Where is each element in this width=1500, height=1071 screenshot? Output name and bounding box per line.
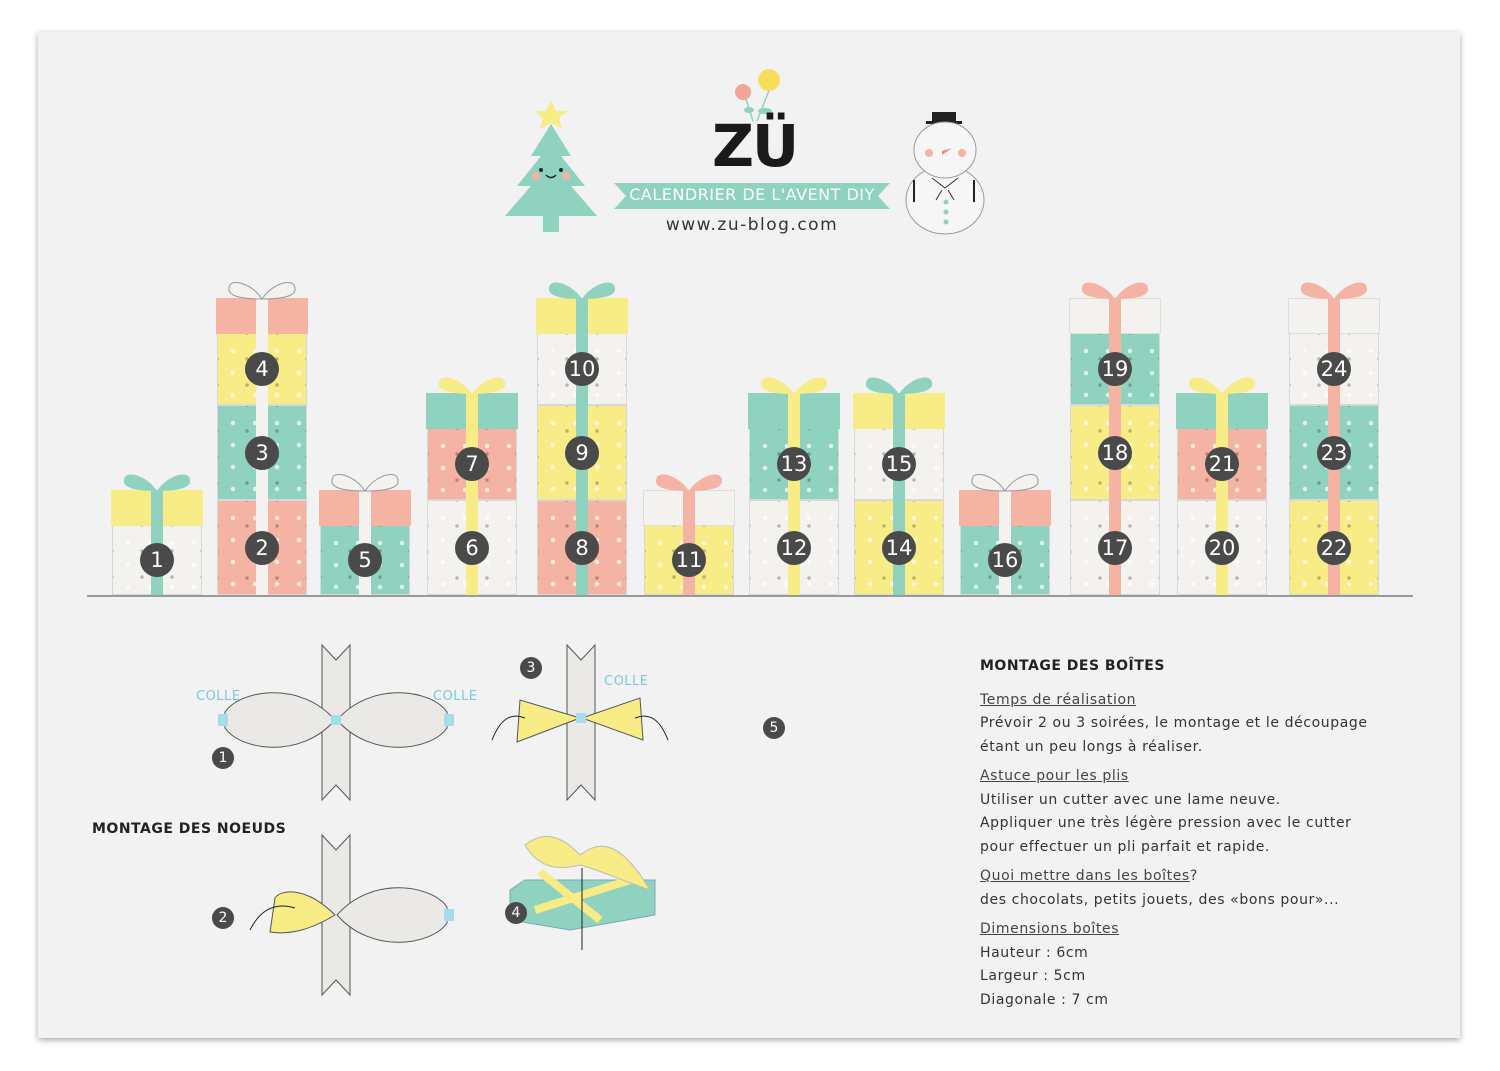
notes-line: Prévoir 2 ou 3 soirées, le montage et le… xyxy=(980,715,1368,731)
notes-section-heading: Quoi mettre dans les boîtes ? xyxy=(980,865,1400,889)
blog-url[interactable]: www.zu-blog.com xyxy=(665,215,839,235)
step-badge-1: 1 xyxy=(212,747,234,769)
gift-ribbon xyxy=(1216,393,1228,429)
day-number: 6 xyxy=(455,530,489,565)
notes-line: Largeur : 5cm xyxy=(980,968,1086,984)
day-number: 23 xyxy=(1317,435,1351,470)
day-number: 22 xyxy=(1317,530,1351,565)
step-badge-2: 2 xyxy=(212,907,234,929)
day-number: 11 xyxy=(672,543,706,577)
bow-icon xyxy=(655,474,723,491)
notes-section-heading: Astuce pour les plis xyxy=(980,765,1400,789)
zu-logo: ZÜ xyxy=(712,112,799,180)
day-number: 15 xyxy=(882,447,916,481)
notes-line: étant un peu longs à réaliser. xyxy=(980,738,1203,755)
bow-icon xyxy=(1300,282,1368,299)
day-number: 16 xyxy=(988,543,1022,577)
gift-ribbon xyxy=(256,298,268,334)
heading-text: Quoi mettre dans les boîtes xyxy=(980,868,1190,884)
day-number: 5 xyxy=(348,543,382,577)
knot-diagrams xyxy=(218,643,669,997)
gift-ribbon xyxy=(359,490,371,526)
ground-line xyxy=(87,595,1413,597)
day-number: 1 xyxy=(140,543,174,577)
day-number: 10 xyxy=(565,352,599,386)
gift-ribbon xyxy=(151,490,163,526)
bow-icon xyxy=(331,474,399,492)
day-number: 17 xyxy=(1098,530,1132,565)
snowman-icon xyxy=(905,112,985,235)
knots-title: MONTAGE DES NOEUDS xyxy=(92,821,287,837)
bow-icon xyxy=(971,474,1039,492)
day-number: 24 xyxy=(1317,352,1351,386)
gift-ribbon xyxy=(788,393,800,429)
bow-icon xyxy=(1081,282,1149,299)
glue-label: COLLE xyxy=(604,674,649,689)
notes-section-heading: Temps de réalisation xyxy=(980,689,1400,713)
glue-label: COLLE xyxy=(433,689,478,704)
day-number: 18 xyxy=(1098,435,1132,470)
notes-line: Utiliser un cutter avec une lame neuve. xyxy=(980,791,1281,808)
day-number: 4 xyxy=(245,352,279,386)
notes-section-heading: Dimensions boîtes xyxy=(980,918,1400,942)
day-number: 8 xyxy=(565,530,599,565)
christmas-tree-icon xyxy=(505,100,597,232)
flowers-icon xyxy=(735,69,780,122)
day-number: 20 xyxy=(1205,530,1239,565)
day-number: 9 xyxy=(565,435,599,470)
banner-title: CALENDRIER DE L'AVENT DIY xyxy=(629,185,875,204)
glue-label: COLLE xyxy=(196,689,241,704)
day-number: 19 xyxy=(1098,352,1132,386)
notes-line: des chocolats, petits jouets, des «bons … xyxy=(980,891,1340,908)
day-number: 7 xyxy=(455,447,489,481)
gift-ribbon xyxy=(893,393,905,429)
bow-icon xyxy=(123,474,191,491)
gift-ribbon xyxy=(576,298,588,334)
notes-title: MONTAGE DES BOÎTES xyxy=(980,658,1165,674)
gift-ribbon xyxy=(999,490,1011,526)
heading-text: Temps de réalisation xyxy=(980,691,1137,708)
bow-icon xyxy=(760,377,828,394)
bow-icon xyxy=(548,282,616,299)
notes-line: Hauteur : 6cm xyxy=(980,944,1089,961)
notes-line: pour effectuer un pli parfait et rapide. xyxy=(980,838,1270,855)
step-badge-4: 4 xyxy=(505,902,527,924)
day-number: 12 xyxy=(777,530,811,565)
heading-text: Dimensions boîtes xyxy=(980,921,1120,937)
bow-icon xyxy=(865,377,933,394)
heading-suffix: ? xyxy=(1189,868,1198,884)
notes-line: Diagonale : 7 cm xyxy=(980,991,1109,1008)
bow-icon xyxy=(438,377,506,394)
day-number: 21 xyxy=(1205,447,1239,481)
bow-icon xyxy=(228,282,296,300)
day-number: 14 xyxy=(882,530,916,565)
day-number: 13 xyxy=(777,447,811,481)
heading-text: Astuce pour les plis xyxy=(980,768,1129,784)
day-number: 3 xyxy=(245,435,279,470)
gift-ribbon xyxy=(1328,298,1340,334)
notes-line: Appliquer une très légère pression avec … xyxy=(980,815,1352,831)
title-banner xyxy=(614,183,890,209)
gift-ribbon xyxy=(1109,298,1121,334)
bow-icon xyxy=(1188,377,1256,394)
day-number: 2 xyxy=(245,530,279,565)
gift-ribbon xyxy=(683,490,695,526)
step-badge-3: 3 xyxy=(520,657,542,679)
step-badge-5: 5 xyxy=(763,717,785,739)
gift-ribbon xyxy=(466,393,478,429)
